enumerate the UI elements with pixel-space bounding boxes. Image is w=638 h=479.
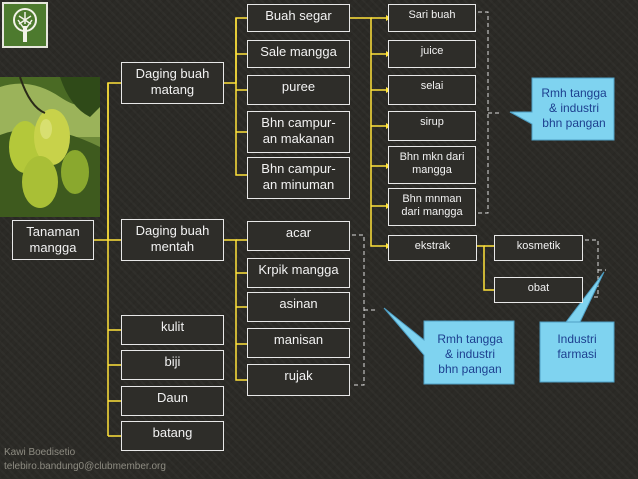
node-sari-buah: Sari buah: [388, 4, 476, 32]
node-rujak: rujak: [247, 364, 350, 396]
node-manisan: manisan: [247, 328, 350, 358]
callout-rmh-tangga-bottom: Rmh tangga & industri bhn pangan: [437, 332, 503, 376]
node-bhn-mkn-dari-mangga: Bhn mkn dari mangga: [388, 146, 476, 184]
node-selai: selai: [388, 75, 476, 105]
root-node-tanaman-mangga: Tanaman mangga: [12, 220, 94, 260]
node-kosmetik: kosmetik: [494, 235, 583, 261]
node-ekstrak: ekstrak: [388, 235, 477, 261]
node-juice: juice: [388, 40, 476, 68]
node-biji: biji: [121, 350, 224, 380]
mango-tree-photo: [0, 77, 100, 217]
node-buah-segar: Buah segar: [247, 4, 350, 32]
node-daun: Daun: [121, 386, 224, 416]
node-asinan: asinan: [247, 292, 350, 322]
node-batang: batang: [121, 421, 224, 451]
callout-rmh-tangga-top: Rmh tangga & industri bhn pangan: [541, 86, 607, 130]
tree-logo-icon: [2, 2, 48, 48]
node-sirup: sirup: [388, 111, 476, 141]
callout-industri-farmasi: Industri farmasi: [557, 332, 597, 361]
node-daging-buah-mentah: Daging buah mentah: [121, 219, 224, 261]
node-kulit: kulit: [121, 315, 224, 345]
node-bhn-mnman-dari-mangga: Bhn mnman dari mangga: [388, 188, 476, 226]
node-obat: obat: [494, 277, 583, 303]
author-name: Kawi Boedisetio: [4, 447, 76, 458]
author-email: telebiro.bandung0@clubmember.org: [4, 461, 166, 472]
node-puree: puree: [247, 75, 350, 105]
node-acar: acar: [247, 221, 350, 251]
node-sale-mangga: Sale mangga: [247, 40, 350, 68]
node-krpik-mangga: Krpik mangga: [247, 258, 350, 288]
node-bhn-campuran-makanan: Bhn campur- an makanan: [247, 111, 350, 153]
node-bhn-campuran-minuman: Bhn campur- an minuman: [247, 157, 350, 199]
node-daging-buah-matang: Daging buah matang: [121, 62, 224, 104]
